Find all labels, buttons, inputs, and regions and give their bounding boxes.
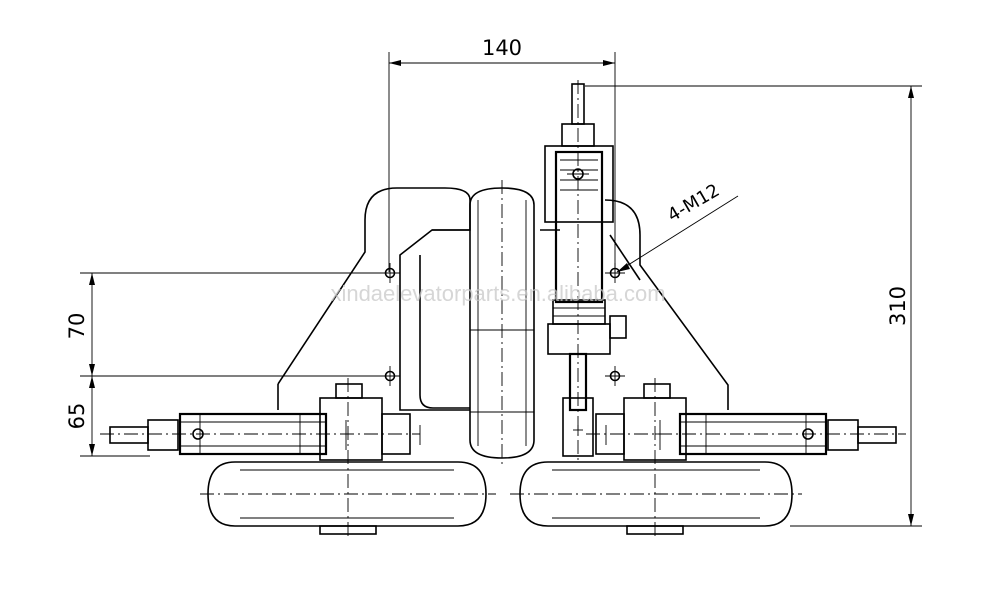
dimension-left-spacing: 70 65	[65, 272, 392, 457]
dimension-upper-spacing-label: 70	[65, 313, 89, 340]
dimension-top-width: 140	[388, 36, 616, 272]
left-spring-assembly	[100, 383, 421, 461]
dimension-total-height-label: 310	[886, 286, 910, 326]
bolt-hole-top-left	[380, 263, 400, 283]
dimension-lower-spacing-label: 65	[65, 403, 89, 430]
callout-4-m12: 4-M12	[616, 180, 739, 273]
lower-right-roller	[510, 378, 802, 540]
bolt-hole-top-right	[605, 263, 625, 283]
bolt-hole-bottom-right	[605, 366, 625, 386]
center-roller	[469, 180, 535, 465]
callout-4-m12-label: 4-M12	[664, 180, 723, 226]
bolt-hole-bottom-left	[380, 366, 400, 386]
lower-left-roller	[200, 378, 496, 540]
watermark: xindaelevatorparts.en.alibaba.com	[330, 281, 665, 306]
dimension-total-height: 310	[585, 85, 922, 527]
right-spring-assembly	[586, 383, 906, 461]
bolt-holes	[380, 263, 625, 386]
dimension-top-width-label: 140	[482, 36, 522, 60]
spring-assembly	[544, 80, 627, 460]
